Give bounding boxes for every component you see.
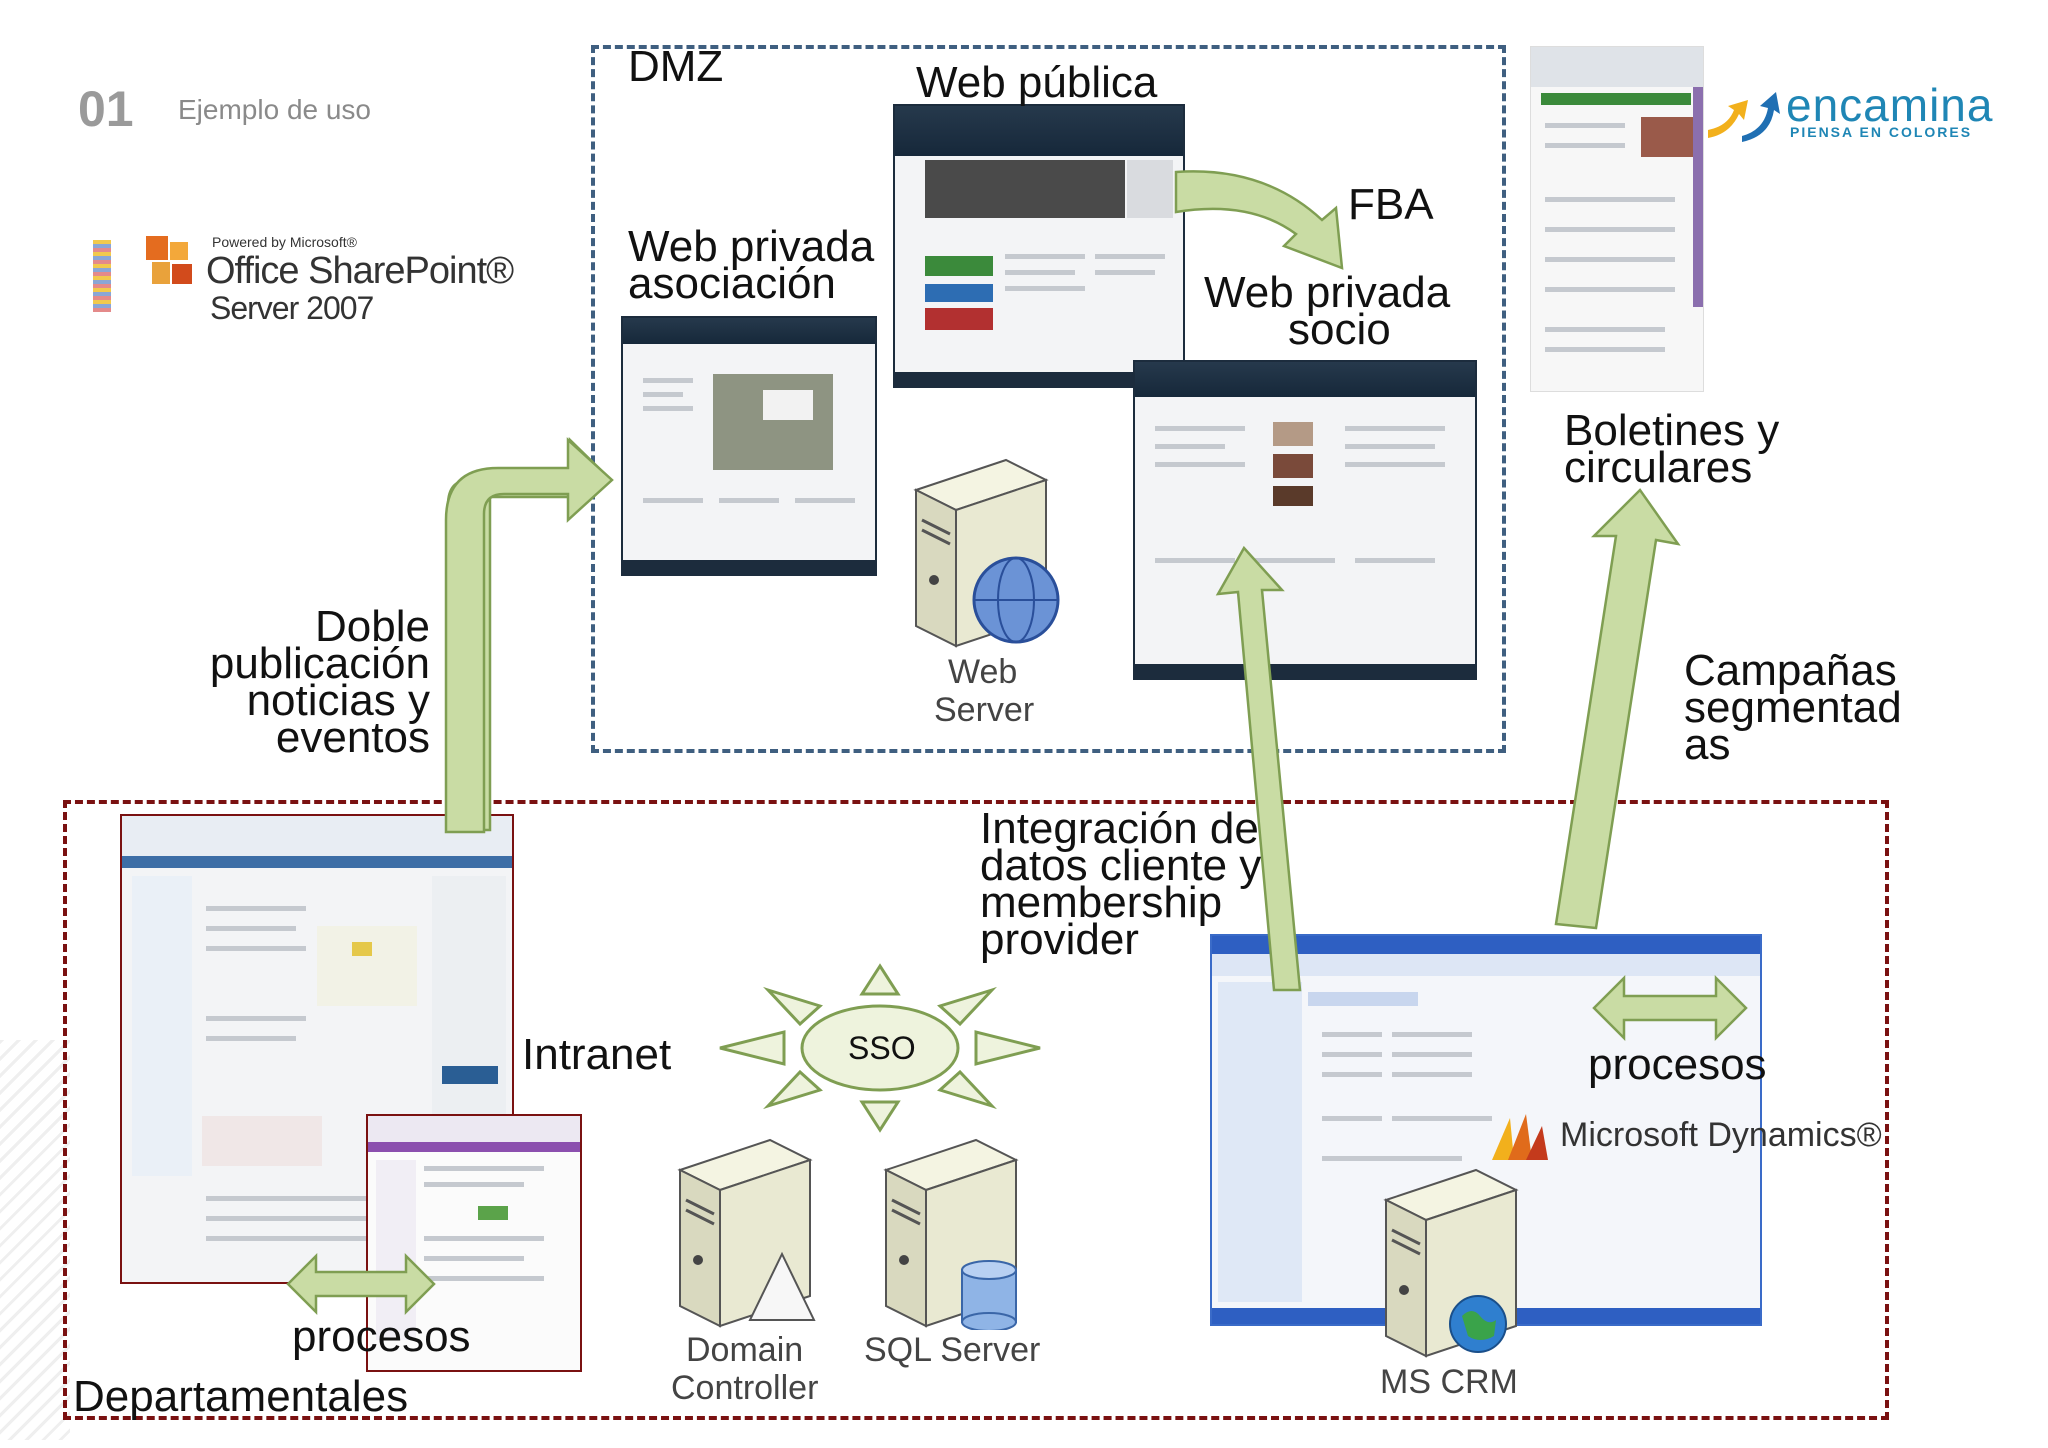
sso-label: SSO bbox=[848, 1030, 916, 1066]
web-privada-socio-screenshot bbox=[1133, 360, 1477, 680]
encamina-logo: encamina PIENSA EN COLORES bbox=[1702, 79, 2002, 150]
doble-publicacion-line-1: Doble bbox=[315, 602, 430, 651]
sharepoint-logo: Powered by Microsoft® Office SharePoint®… bbox=[88, 228, 514, 338]
web-privada-asociacion-screenshot bbox=[621, 316, 877, 576]
procesos-right-arrow bbox=[1592, 974, 1748, 1042]
intranet-label: Intranet bbox=[522, 1030, 672, 1079]
web-publica-screenshot bbox=[893, 104, 1185, 388]
sql-server-icon bbox=[876, 1130, 1036, 1330]
doble-publicacion-arrow-body bbox=[444, 437, 614, 834]
boletines-label-1: Boletines y bbox=[1564, 406, 1780, 455]
ms-crm-server-icon bbox=[1376, 1160, 1536, 1360]
encamina-tagline: PIENSA EN COLORES bbox=[1790, 124, 1973, 140]
background-stripes bbox=[0, 1040, 70, 1440]
sso-sun-icon bbox=[719, 963, 1041, 1133]
ms-crm-label: MS CRM bbox=[1380, 1363, 1518, 1401]
doble-publicacion-line-4: eventos bbox=[275, 713, 430, 762]
sharepoint-stripe-icon bbox=[93, 240, 111, 312]
fba-label: FBA bbox=[1348, 180, 1434, 229]
doble-publicacion-line-2: publicación bbox=[209, 639, 430, 688]
campanas-line-1: Campañas bbox=[1684, 646, 1897, 695]
procesos-right-label: procesos bbox=[1588, 1040, 1767, 1089]
web-privada-socio-label-1: Web privada bbox=[1204, 268, 1451, 317]
dynamics-icon bbox=[1492, 1114, 1548, 1160]
integracion-line-1: Integración de bbox=[980, 804, 1259, 853]
integracion-line-3: membership bbox=[980, 878, 1223, 927]
domain-controller-icon bbox=[670, 1130, 830, 1330]
integracion-label: Integración de datos cliente y membershi… bbox=[980, 804, 1262, 964]
web-privada-asociacion-label-2: asociación bbox=[628, 259, 836, 308]
campanas-line-3: as bbox=[1684, 720, 1731, 769]
integracion-line-4: provider bbox=[980, 915, 1139, 964]
boletines-screenshot bbox=[1530, 46, 1704, 392]
microsoft-dynamics-logo: Microsoft Dynamics® bbox=[1488, 1104, 1882, 1168]
web-privada-socio-label-2: socio bbox=[1288, 305, 1391, 354]
encamina-name: encamina bbox=[1786, 79, 1994, 131]
dynamics-text: Microsoft Dynamics® bbox=[1560, 1116, 1882, 1154]
doble-publicacion-line-3: noticias y bbox=[246, 676, 430, 725]
departamentales-label: Departamentales bbox=[73, 1372, 409, 1421]
boletines-label-2: circulares bbox=[1564, 443, 1753, 492]
campanas-label: Campañas segmentad as bbox=[1684, 646, 1902, 769]
domain-controller-label-2: Controller bbox=[671, 1369, 819, 1407]
procesos-left-label: procesos bbox=[292, 1312, 471, 1361]
sharepoint-name-text: Office SharePoint® bbox=[206, 250, 514, 292]
web-publica-label: Web pública bbox=[916, 58, 1158, 107]
slide-title: Ejemplo de uso bbox=[178, 94, 372, 125]
web-server-icon bbox=[906, 450, 1066, 650]
departamental-screenshot bbox=[366, 1114, 582, 1372]
encamina-swoosh-icon bbox=[1708, 92, 1780, 142]
fba-arrow bbox=[1174, 170, 1344, 270]
sharepoint-server-text: Server 2007 bbox=[210, 290, 374, 326]
web-server-label-2: Server bbox=[934, 691, 1035, 729]
campanas-arrow bbox=[1554, 488, 1681, 930]
departamentales-zone bbox=[63, 800, 1889, 1420]
slide-number: 01 bbox=[78, 81, 134, 137]
domain-controller-label-1: Domain bbox=[686, 1331, 804, 1369]
integracion-arrow bbox=[1215, 545, 1302, 992]
sql-server-label: SQL Server bbox=[864, 1331, 1041, 1369]
web-server-label-1: Web bbox=[948, 653, 1018, 691]
office-icon bbox=[146, 236, 192, 284]
dmz-zone bbox=[591, 45, 1506, 753]
campanas-line-2: segmentad bbox=[1684, 683, 1902, 732]
integracion-line-2: datos cliente y bbox=[980, 841, 1262, 890]
doble-publicacion-label: Doble publicación noticias y eventos bbox=[140, 602, 430, 762]
procesos-left-arrow bbox=[286, 1252, 436, 1316]
sharepoint-powered-text: Powered by Microsoft® bbox=[212, 234, 357, 250]
web-privada-asociacion-label-1: Web privada bbox=[628, 222, 875, 271]
dmz-label: DMZ bbox=[628, 42, 724, 91]
